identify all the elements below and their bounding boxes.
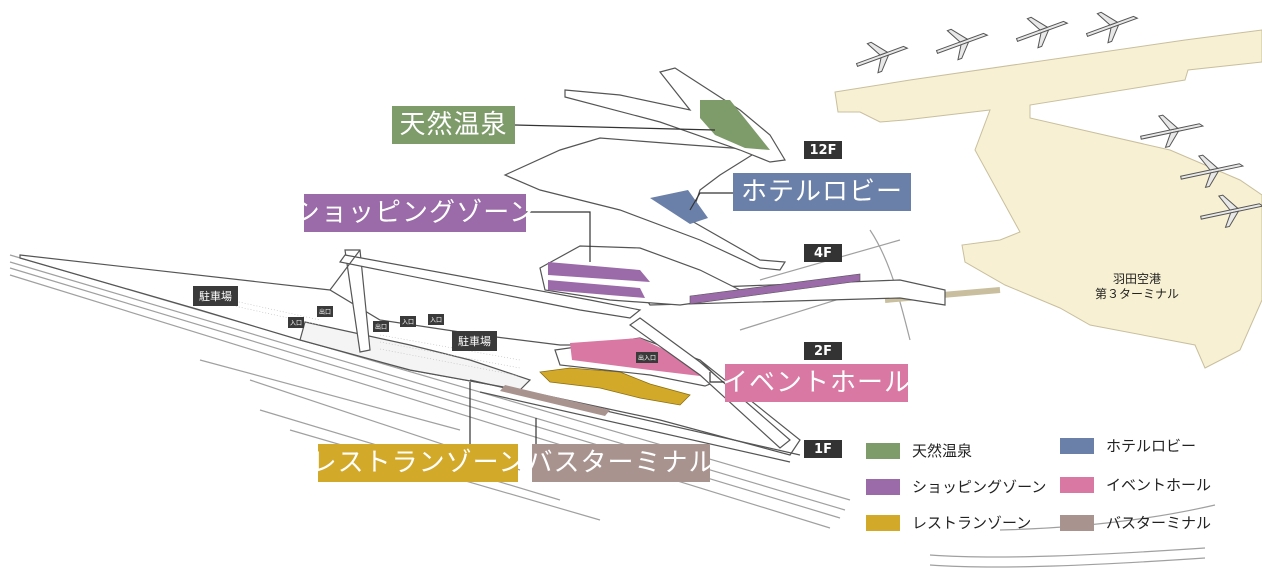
parking-label-1: 駐車場 [193, 286, 238, 306]
legend-label: イベントホール [1106, 476, 1212, 494]
legend-item-shopping: ショッピングゾーン [866, 476, 1046, 497]
parking-dots [229, 299, 521, 377]
legend-swatch [866, 442, 900, 459]
legend-swatch [866, 514, 900, 531]
entrance-label-3: 出口 [373, 321, 390, 332]
legend-item-bus-terminal: バスターミナル [1060, 512, 1211, 533]
legend-label: レストランゾーン [912, 514, 1032, 532]
floor-12f-plan [564, 67, 786, 163]
legend-label: バスターミナル [1106, 514, 1212, 532]
floor-badge-12f: 12F [804, 141, 842, 159]
airplane-icons [855, 11, 1262, 228]
label-hot-spring: 天然温泉 [392, 106, 515, 144]
legend-swatch [1060, 437, 1094, 454]
legend-swatch [1060, 476, 1094, 493]
label-bus-terminal: バスターミナル [527, 444, 715, 482]
entrance-label-2: 出口 [317, 306, 334, 317]
label-event-hall: イベントホール [722, 364, 910, 402]
legend-item-restaurant: レストランゾーン [866, 512, 1031, 533]
floor-badge-2f: 2F [804, 342, 842, 360]
legend-label: ショッピングゾーン [912, 478, 1047, 496]
floor-hotel-plan [503, 137, 787, 271]
entrance-label-1: 入口 [288, 317, 305, 328]
hotel-lobby-area [650, 190, 708, 224]
entrance-label-4: 入口 [400, 316, 417, 327]
restaurant-zone-area [539, 367, 691, 406]
label-shopping-zone: ショッピングゾーン [294, 194, 535, 232]
legend-item-event-hall: イベントホール [1060, 474, 1211, 495]
legend-swatch [866, 478, 900, 495]
legend-swatch [1060, 514, 1094, 531]
legend-label: ホテルロビー [1106, 437, 1197, 455]
hot-spring-area [700, 100, 770, 150]
legend-item-hot-spring: 天然温泉 [866, 440, 972, 461]
terminal-3-label: 羽田空港 第３ターミナル [1082, 272, 1192, 302]
bus-terminal-area [500, 385, 610, 416]
terminal-label-line2: 第３ターミナル [1094, 287, 1179, 301]
floor-4f-plan [539, 245, 861, 306]
label-hotel-lobby: ホテルロビー [733, 173, 911, 211]
parking-label-2: 駐車場 [452, 331, 497, 351]
floor-badge-4f: 4F [804, 244, 842, 262]
terminal-label-line1: 羽田空港 [1112, 272, 1161, 286]
label-restaurant-zone: レストランゾーン [311, 444, 524, 482]
event-hall-area [570, 338, 700, 376]
floor-badge-1f: 1F [804, 440, 842, 458]
legend-item-hotel-lobby: ホテルロビー [1060, 435, 1196, 456]
shopping-zone-area [548, 262, 650, 282]
entrance-label-5: 入口 [428, 314, 445, 325]
main-entrance-label: 出入口 [636, 352, 659, 363]
legend-label: 天然温泉 [912, 442, 973, 460]
